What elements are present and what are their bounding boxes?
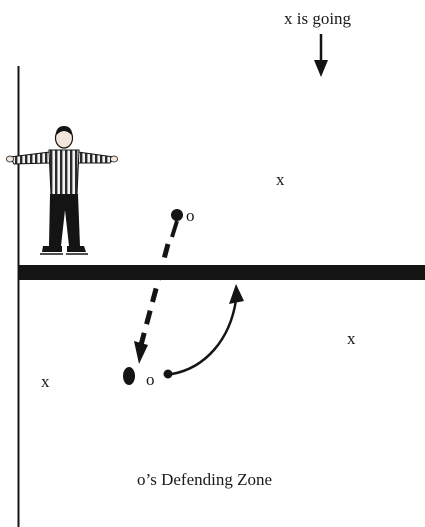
o-upper-skater [171, 209, 183, 237]
skate-path-curve [172, 300, 236, 374]
pass-path-dashed [141, 244, 168, 345]
o-lower-skater [164, 370, 173, 379]
player-x-top: x [276, 170, 285, 189]
player-o-lower: o [146, 370, 155, 389]
blue-line [18, 265, 425, 280]
referee-figure [6, 126, 117, 254]
direction-caption: x is going [284, 9, 352, 28]
puck [123, 367, 135, 385]
player-x-left: x [41, 372, 50, 391]
zone-caption: o’s Defending Zone [137, 470, 272, 489]
pass-arrowhead-icon [134, 341, 148, 364]
player-x-right: x [347, 329, 356, 348]
player-o-upper: o [186, 206, 195, 225]
skate-path-arrowhead-icon [229, 284, 244, 304]
direction-arrow-icon [314, 34, 328, 77]
